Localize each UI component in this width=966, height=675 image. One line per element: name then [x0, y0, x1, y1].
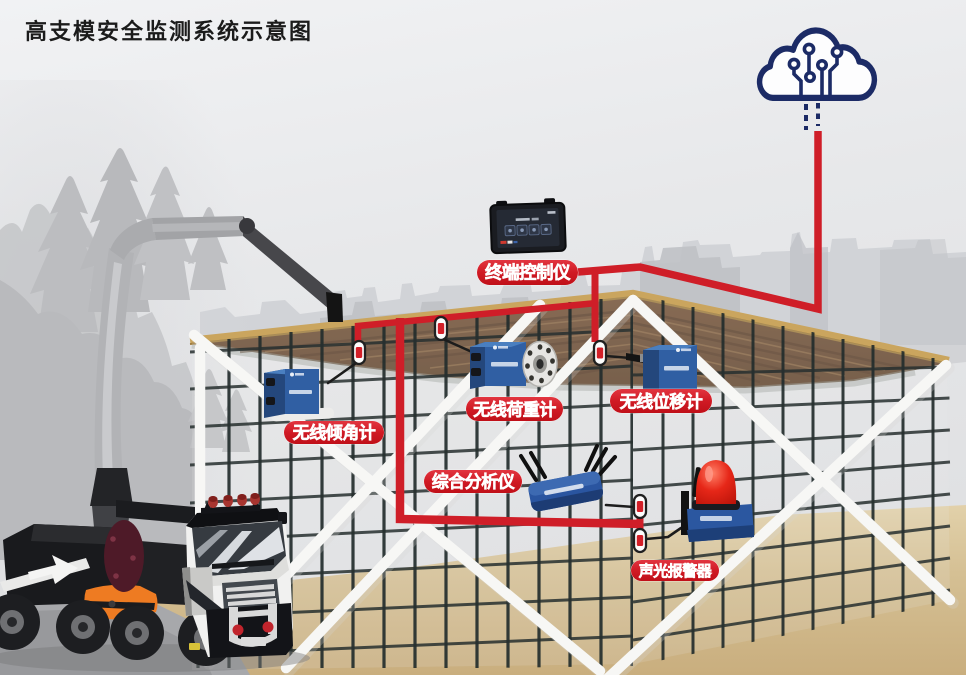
- svg-text:高支模安全监测系统示意图: 高支模安全监测系统示意图: [25, 19, 313, 44]
- svg-text:终端控制仪: 终端控制仪: [485, 263, 571, 283]
- svg-text:无线倾角计: 无线倾角计: [292, 423, 376, 443]
- svg-text:综合分析仪: 综合分析仪: [432, 472, 516, 492]
- svg-text:声光报警器: 声光报警器: [638, 562, 713, 580]
- svg-text:无线荷重计: 无线荷重计: [472, 400, 556, 420]
- svg-text:无线位移计: 无线位移计: [619, 392, 703, 412]
